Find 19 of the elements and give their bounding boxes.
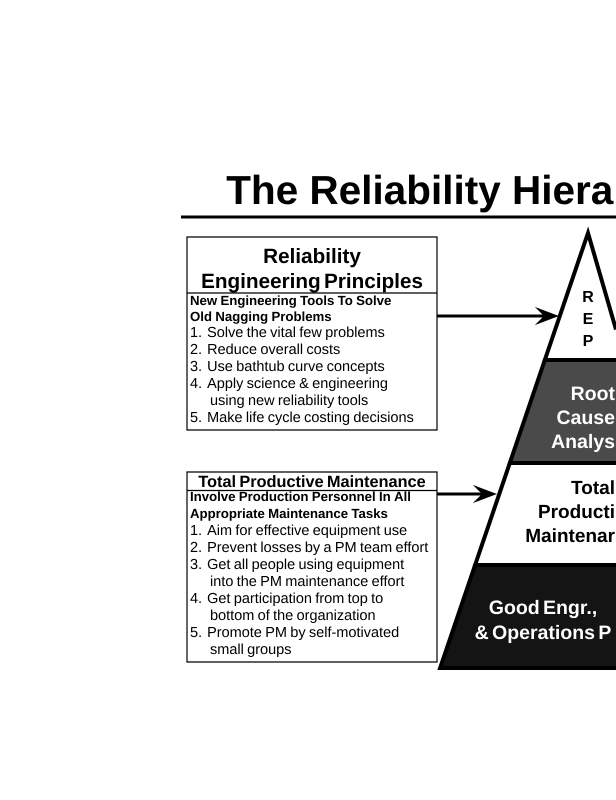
- list-item: 5. Make life cycle costing decisions: [190, 411, 414, 425]
- box-heading: Reliability Engineering Principles: [202, 248, 422, 292]
- box-subheading: New Engineering Tools To Solve Old Nagging Problems: [190, 295, 391, 324]
- list-item: 4. Get participation from top to bottom of the organization: [190, 592, 383, 623]
- list-item: 4. Apply science & engineering using new reliability tools: [190, 377, 388, 408]
- list-item: 2. Prevent losses by a PM team effort: [190, 541, 428, 555]
- list-item: 5. Promote PM by self-motivated small groups: [190, 626, 398, 657]
- list-item: 3. Get all people using equipment into the PM maintenance effort: [190, 558, 404, 586]
- list-item: 1. Aim for effective equipment use: [191, 524, 406, 538]
- pyramid-layer: Root Cause Analys: [507, 358, 616, 465]
- title: The Reliability Hiera: [226, 174, 614, 212]
- list-item: 2. Reduce overall costs: [190, 343, 340, 354]
- box-heading: Total Productive Maintenance: [198, 475, 426, 488]
- list-item: 1. Solve the vital few problems: [191, 326, 384, 340]
- list-item: 3. Use bathtub curve concepts: [190, 360, 384, 374]
- pyramid-layer: R E P: [542, 226, 616, 362]
- pyramid-layer: Total Producti Maintenar: [472, 461, 616, 567]
- pyramid-layer: Good Engr., & Operations P: [437, 563, 616, 670]
- box-subheading: Involve Production Personnel In All Appropriate Maintenance Tasks: [190, 491, 410, 521]
